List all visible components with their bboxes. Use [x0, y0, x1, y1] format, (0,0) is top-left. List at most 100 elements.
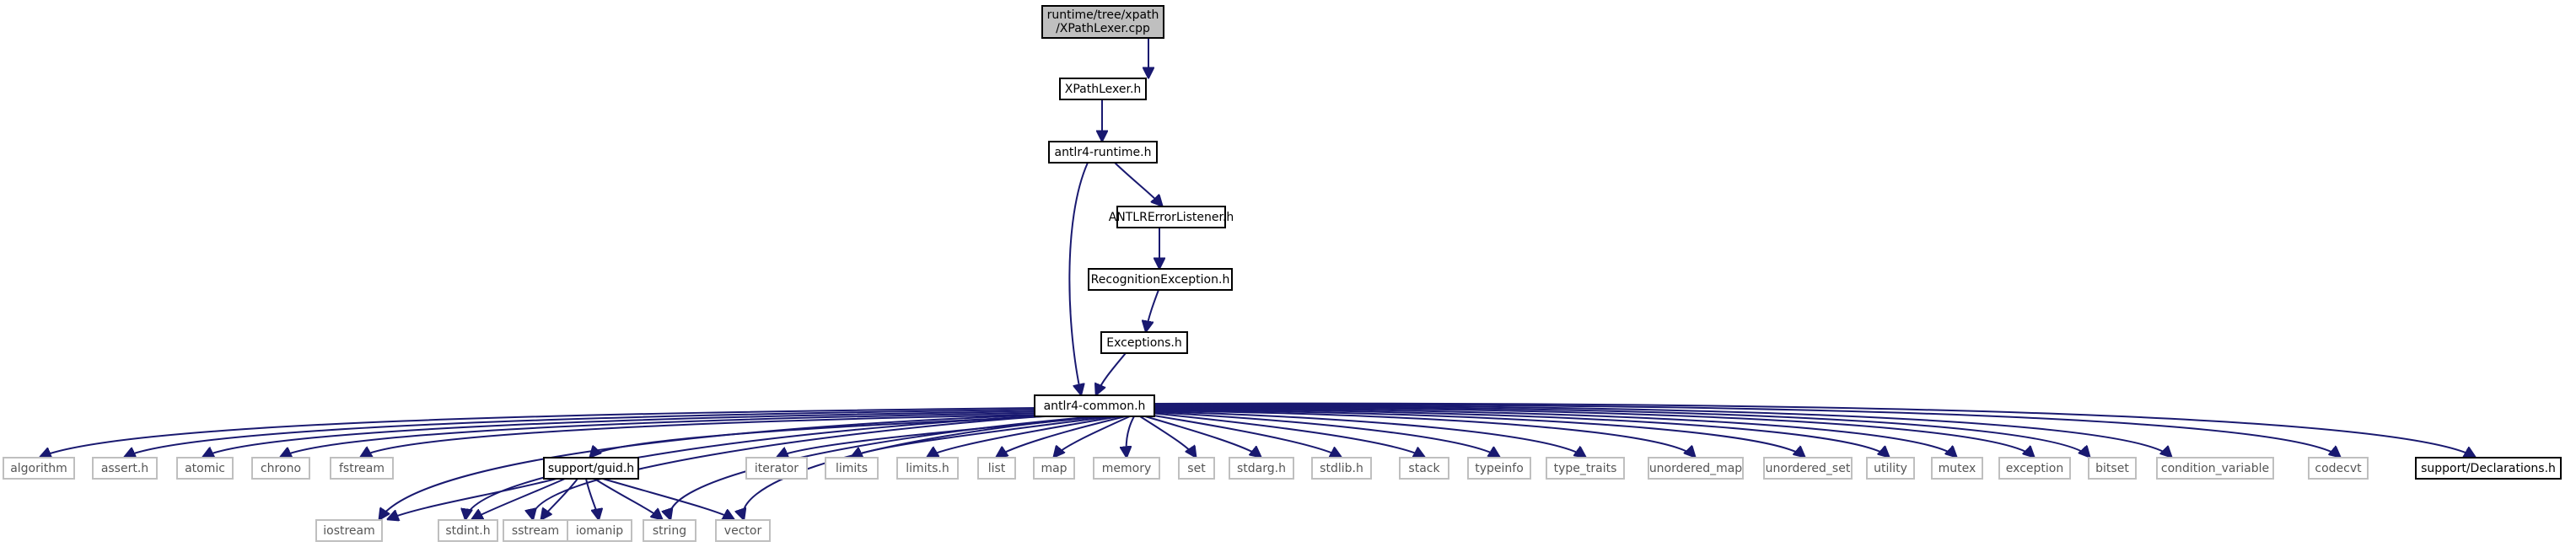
edge-runtime-to-common	[1068, 162, 1089, 394]
node-stdarg-h[interactable]: stdarg.h	[1229, 457, 1294, 480]
node-map[interactable]: map	[1033, 457, 1075, 480]
node-root-label-line2: /XPathLexer.cpp	[1056, 22, 1150, 35]
node-antlr4-runtime-h-label: antlr4-runtime.h	[1054, 146, 1151, 159]
node-utility-box	[1866, 457, 1915, 480]
node-limits[interactable]: limits	[825, 457, 879, 480]
edge-common-to-stack	[1150, 412, 1424, 457]
node-antlr4-runtime-h[interactable]: antlr4-runtime.h	[1048, 141, 1158, 164]
node-root-file[interactable]: runtime/tree/xpath /XPathLexer.cpp	[1041, 5, 1164, 39]
edges	[40, 38, 2475, 519]
node-assert-h-label: assert.h	[101, 462, 148, 475]
node-atomic[interactable]: atomic	[176, 457, 234, 480]
node-sstream[interactable]: sstream	[503, 519, 568, 542]
node-antlr4-runtime-h-box	[1048, 141, 1158, 164]
edge-common-to-memory	[1127, 416, 1135, 457]
node-list[interactable]: list	[977, 457, 1016, 480]
node-exceptions-h-label: Exceptions.h	[1106, 336, 1182, 350]
node-codecvt-label: codecvt	[2315, 462, 2362, 475]
edge-common-to-type-traits	[1153, 410, 1585, 457]
node-limits-h-label: limits.h	[906, 462, 949, 475]
edge-common-to-condition-variable	[1153, 404, 2171, 457]
node-recognitionexception-h-box	[1088, 268, 1233, 291]
node-antlrerrorlistener-h-label: ANTLRErrorListener.h	[1109, 211, 1234, 224]
edge-common-to-fstream	[361, 414, 1042, 457]
node-iterator[interactable]: iterator	[745, 457, 808, 480]
node-xpathlexer-h[interactable]: XPathLexer.h	[1059, 78, 1147, 100]
node-support-declarations-h[interactable]: support/Declarations.h	[2415, 457, 2562, 480]
node-string[interactable]: string	[643, 519, 696, 542]
node-iomanip-label: iomanip	[576, 524, 623, 538]
node-exception[interactable]: exception	[1998, 457, 2071, 480]
edge-common-to-iostream	[379, 414, 1046, 519]
node-stdlib-h[interactable]: stdlib.h	[1311, 457, 1372, 480]
node-codecvt-box	[2308, 457, 2369, 480]
node-assert-h[interactable]: assert.h	[92, 457, 158, 480]
node-stack[interactable]: stack	[1399, 457, 1449, 480]
node-iostream-label: iostream	[323, 524, 375, 538]
node-unordered-map-box	[1648, 457, 1744, 480]
nodes: runtime/tree/xpath /XPathLexer.cpp XPath…	[3, 5, 2562, 542]
node-algorithm[interactable]: algorithm	[3, 457, 75, 480]
node-vector-box	[715, 519, 771, 542]
node-fstream[interactable]: fstream	[330, 457, 394, 480]
node-set-label: set	[1187, 462, 1206, 475]
node-unordered-map[interactable]: unordered_map	[1648, 457, 1744, 480]
node-mutex[interactable]: mutex	[1931, 457, 1983, 480]
node-unordered-set[interactable]: unordered_set	[1763, 457, 1853, 480]
node-mutex-box	[1931, 457, 1983, 480]
node-memory-box	[1093, 457, 1160, 480]
node-limits-h-box	[896, 457, 959, 480]
edge-common-to-unordered-set	[1153, 409, 1804, 457]
edge-common-to-exception	[1153, 406, 2034, 457]
node-typeinfo[interactable]: typeinfo	[1467, 457, 1531, 480]
node-unordered-set-box	[1763, 457, 1853, 480]
edge-common-to-atomic	[203, 410, 1040, 457]
node-codecvt[interactable]: codecvt	[2308, 457, 2369, 480]
node-xpathlexer-h-box	[1059, 78, 1147, 100]
edge-guid-to-iomanip	[585, 478, 599, 519]
node-limits-box	[825, 457, 879, 480]
node-bitset[interactable]: bitset	[2088, 457, 2137, 480]
node-iterator-box	[745, 457, 808, 480]
node-iostream[interactable]: iostream	[315, 519, 383, 542]
node-condition-variable-box	[2156, 457, 2274, 480]
node-condition-variable[interactable]: condition_variable	[2156, 457, 2274, 480]
node-condition-variable-label: condition_variable	[2161, 462, 2269, 475]
node-exception-label: exception	[2006, 462, 2063, 475]
node-antlrerrorlistener-h[interactable]: ANTLRErrorListener.h	[1109, 206, 1234, 228]
node-stdint-h-box	[438, 519, 498, 542]
node-recognitionexception-h[interactable]: RecognitionException.h	[1088, 268, 1233, 291]
edge-common-to-chrono	[281, 412, 1041, 457]
node-memory-label: memory	[1102, 462, 1152, 475]
edge-common-to-limits-h	[928, 416, 1121, 457]
node-iostream-box	[315, 519, 383, 542]
node-vector[interactable]: vector	[715, 519, 771, 542]
node-utility-label: utility	[1874, 462, 1907, 475]
edge-common-to-set	[1139, 416, 1196, 457]
node-sstream-label: sstream	[512, 524, 559, 538]
node-type-traits[interactable]: type_traits	[1546, 457, 1625, 480]
node-iomanip[interactable]: iomanip	[567, 519, 632, 542]
node-chrono[interactable]: chrono	[251, 457, 310, 480]
edge-guid-to-string	[594, 478, 662, 519]
node-memory[interactable]: memory	[1093, 457, 1160, 480]
edge-common-to-stdlib	[1148, 414, 1341, 457]
node-antlr4-common-h[interactable]: antlr4-common.h	[1034, 394, 1155, 417]
node-algorithm-box	[3, 457, 75, 480]
node-typeinfo-box	[1467, 457, 1531, 480]
node-support-guid-h[interactable]: support/guid.h	[543, 457, 639, 480]
edge-exceptions-to-common	[1096, 352, 1127, 394]
node-antlrerrorlistener-h-box	[1116, 206, 1226, 228]
edge-runtime-to-errorlistener	[1114, 162, 1162, 206]
node-stack-box	[1399, 457, 1449, 480]
edge-guid-to-vector	[602, 478, 734, 519]
edge-guid-to-iostream	[388, 478, 557, 519]
node-limits-h[interactable]: limits.h	[896, 457, 959, 480]
node-stdint-h[interactable]: stdint.h	[438, 519, 498, 542]
node-utility[interactable]: utility	[1866, 457, 1915, 480]
node-map-box	[1033, 457, 1075, 480]
edge-common-to-codecvt	[1153, 403, 2340, 457]
node-exceptions-h[interactable]: Exceptions.h	[1100, 331, 1188, 354]
node-set[interactable]: set	[1178, 457, 1215, 480]
